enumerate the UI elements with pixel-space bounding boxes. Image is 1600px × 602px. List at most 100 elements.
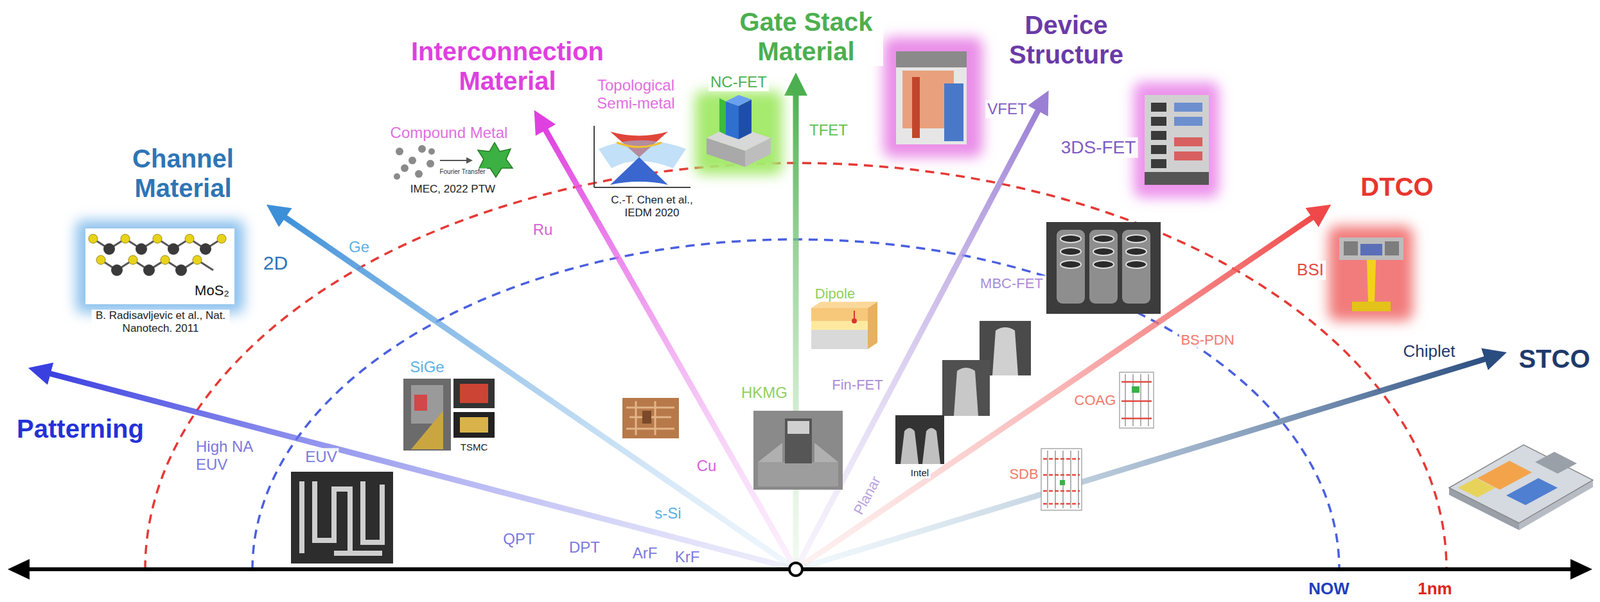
bsi-figure-part: [1343, 241, 1358, 256]
dipole-figure-part: [853, 310, 855, 319]
citation: TSMC: [458, 441, 491, 453]
coag-layout: [1119, 372, 1154, 429]
chiplet-package-part: [1535, 452, 1577, 475]
chiplet-package-part: [1506, 478, 1558, 506]
technology-label: MBC-FET: [978, 275, 1046, 292]
milestone-label: NOW: [1306, 580, 1352, 600]
hkmg-tem-image-part: [787, 421, 810, 435]
mos2-figure-part-part: [192, 255, 202, 265]
direction-arrows-part: [793, 89, 800, 570]
technology-label: Chiplet: [1401, 342, 1458, 362]
mos2-figure: [75, 220, 245, 314]
timeline-axis: [7, 559, 1593, 581]
mos2-figure-part-part: [175, 264, 187, 277]
technology-label: Ge: [346, 238, 372, 257]
cu-interconnect-photo-part: [626, 401, 675, 436]
technology-label: NC-FET: [708, 73, 769, 92]
ncfet-figure-part: [738, 99, 752, 140]
mbcfet-sem-image-part-part: [1089, 229, 1118, 304]
technology-label: ArF: [630, 544, 660, 563]
compound-metal-figure: [393, 142, 513, 180]
technology-label: Fin-FET: [829, 377, 885, 394]
category-heading: DTCO: [1358, 172, 1435, 202]
direction-arrows-part: [795, 214, 1317, 570]
euv-sem-image-part: [290, 472, 394, 564]
sige-tem-image-part: [453, 412, 495, 439]
3dsfet-figure-part: [1151, 102, 1167, 169]
technology-label: Dipole: [813, 285, 857, 302]
chiplet-package: [1449, 445, 1593, 531]
hkmg-tem-image-part: [757, 462, 839, 487]
technology-label: TFET: [807, 121, 850, 140]
mbcfet-sem-image-part-part: [1122, 229, 1151, 304]
coag-layout-part: [1121, 382, 1152, 419]
figure-label: MoS₂: [192, 282, 232, 299]
citation: B. Radisavljevic et al., Nat. Nanotech. …: [91, 309, 230, 335]
technology-label: COAG: [1072, 392, 1119, 409]
topological-semimetal-plot-part: [610, 157, 669, 185]
ncfet-figure-part: [745, 138, 771, 168]
3dsfet-figure-part: [1174, 137, 1203, 161]
mos2-figure-part-part: [184, 234, 194, 244]
bsi-figure-part: [1360, 244, 1383, 256]
3dsfet-figure-part-part: [1151, 116, 1167, 126]
timeline-axis-part: [1570, 559, 1593, 581]
category-heading: Device Structure: [1002, 10, 1131, 70]
mos2-figure-part-part: [120, 234, 130, 244]
mos2-figure-part-part: [143, 264, 155, 277]
sige-tem-image-part: [459, 417, 489, 433]
cu-interconnect-photo-part: [642, 411, 652, 424]
topological-semimetal-plot-part: [593, 125, 595, 188]
technology-label: SDB: [1007, 466, 1040, 483]
mos2-figure-part-part: [160, 255, 170, 265]
citation: IMEC, 2022 PTW: [408, 183, 498, 196]
direction-arrows-part: [44, 372, 796, 570]
topological-semimetal-plot: [594, 125, 691, 188]
3dsfet-figure-part: [1144, 172, 1209, 185]
compound-metal-figure-part-part: [400, 164, 409, 173]
3dsfet-figure-part-part: [1151, 102, 1167, 112]
mbcfet-sem-image-part-part: [1056, 229, 1085, 304]
technology-label: HKMG: [739, 384, 790, 403]
euv-sem-image: [290, 472, 394, 564]
dipole-figure-part: [851, 318, 857, 324]
category-heading: Channel Material: [122, 143, 245, 203]
chiplet-package-part: [1458, 478, 1496, 498]
figure-label: Fourier Transfer: [437, 168, 487, 176]
vfet-figure-part: [944, 83, 964, 142]
euv-sem-image-part: [301, 481, 383, 554]
technology-label: BS-PDN: [1178, 332, 1236, 349]
mos2-figure-part-part: [88, 234, 98, 244]
coag-layout-part: [1131, 386, 1140, 394]
milestone-label: 1nm: [1415, 580, 1454, 600]
citation: C.-T. Chen et al., IEDM 2020: [599, 193, 706, 220]
direction-arrows-part: [795, 105, 1041, 570]
sige-tem-image-part: [459, 384, 489, 404]
sige-tem-image-part: [414, 395, 428, 412]
dipole-figure-part: [867, 301, 878, 350]
sdb-layout-part: [1041, 448, 1082, 511]
mbcfet-sem-image-part-part: [1125, 247, 1147, 256]
bsi-figure-part: [1352, 301, 1391, 312]
3dsfet-figure-part: [1133, 82, 1220, 198]
bsi-figure-part: [1339, 237, 1404, 261]
mbcfet-sem-image-part-part: [1093, 235, 1114, 243]
ncfet-figure-part: [706, 138, 746, 168]
mbcfet-sem-image-part: [1046, 222, 1161, 315]
hkmg-tem-image: [753, 411, 843, 491]
compound-metal-figure-part-part: [408, 156, 417, 165]
dipole-figure-part: [811, 301, 878, 309]
technology-label: Planar: [849, 472, 885, 519]
mbcfet-sem-image-part-part: [1125, 235, 1147, 243]
bsi-figure: [1328, 226, 1414, 322]
mos2-figure-part-part: [199, 243, 212, 255]
vfet-figure-part: [896, 51, 967, 68]
3dsfet-figure-part-part: [1174, 151, 1203, 161]
finfet-sem-images-part: [953, 368, 979, 417]
vfet-figure-part: [896, 51, 967, 145]
finfet-sem-images-part: [895, 415, 945, 465]
technology-label: QPT: [501, 530, 537, 549]
category-heading: Interconnection Material: [401, 36, 614, 96]
mos2-figure-part: [75, 220, 245, 314]
